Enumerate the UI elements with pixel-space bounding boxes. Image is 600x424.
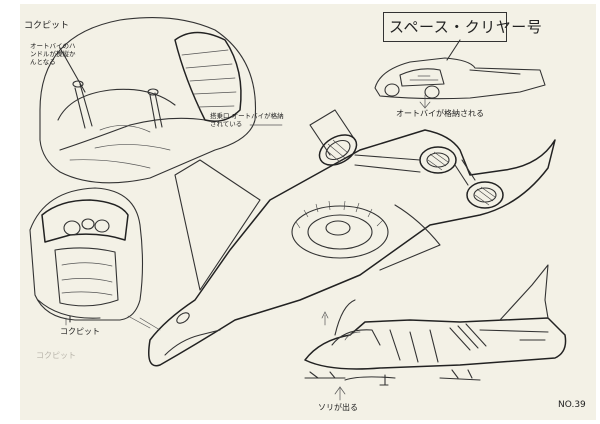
cockpit-top-label: コクピット — [24, 21, 70, 31]
sheet-title: スペース・クリヤー号 — [389, 18, 543, 36]
page-number: NO.39 — [558, 400, 586, 410]
cockpit-bottom-label: コクピット — [60, 327, 100, 336]
handle-note: オートバイのハンドルが操縦かんとなる — [30, 42, 76, 66]
paper-background — [20, 4, 596, 420]
title-frame — [383, 12, 507, 42]
cockpit-faded-label: コクピット — [36, 351, 76, 360]
boarding-note: 搭乗口 オートバイが格納されている — [210, 112, 284, 128]
sled-note: ソリが出る — [318, 403, 358, 412]
bike-stored-note: オートバイが格納される — [396, 109, 484, 118]
